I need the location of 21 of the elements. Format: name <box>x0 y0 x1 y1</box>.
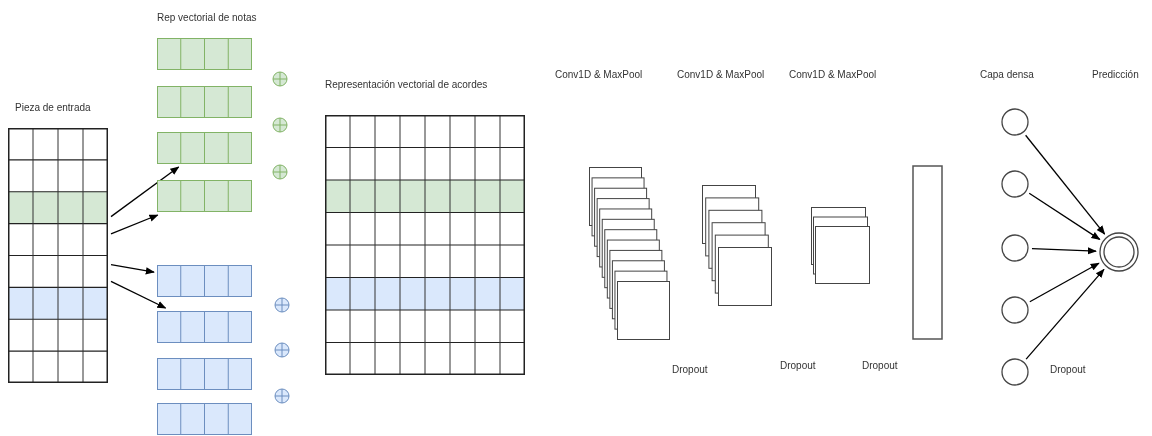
arrow <box>110 166 180 218</box>
column-heading: Conv1D & MaxPool <box>789 69 877 80</box>
column-heading: Rep vectorial de notas <box>157 12 257 23</box>
arrow <box>110 214 159 235</box>
layer-label: Dropout <box>1050 364 1086 375</box>
column-heading: Representación vectorial de acordes <box>325 79 488 90</box>
column-heading: Capa densa <box>980 69 1034 80</box>
arrow <box>110 264 155 275</box>
layer-label: Dropout <box>672 364 708 375</box>
layer-label: Dropout <box>862 360 898 371</box>
arrow <box>1029 262 1100 303</box>
arrow <box>110 280 167 309</box>
arrow <box>1028 192 1101 241</box>
arrow <box>1024 134 1106 235</box>
column-heading: Pieza de entrada <box>15 102 91 113</box>
arrow <box>1031 247 1097 255</box>
column-heading: Conv1D & MaxPool <box>555 69 643 80</box>
column-heading: Predicción <box>1092 69 1139 80</box>
arrow <box>1025 268 1105 360</box>
layer-label: Dropout <box>780 360 816 371</box>
column-heading: Conv1D & MaxPool <box>677 69 765 80</box>
